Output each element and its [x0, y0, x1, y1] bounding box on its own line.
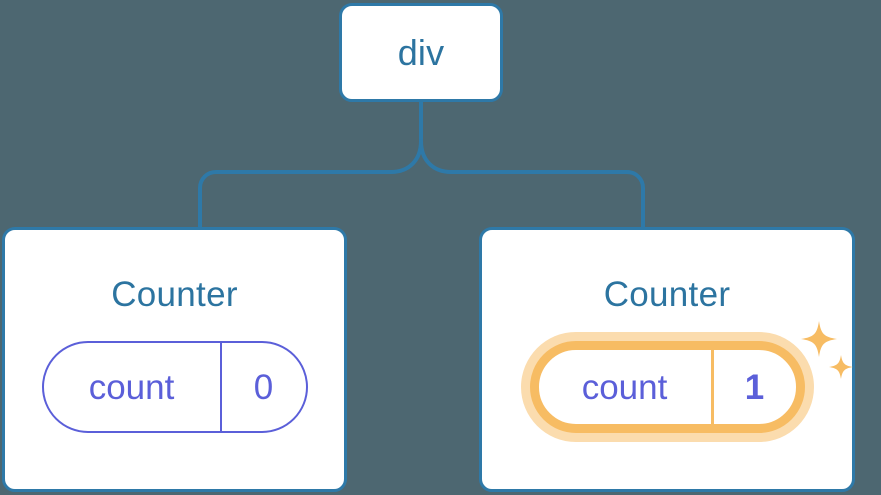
state-key-label: count — [88, 367, 175, 407]
state-value-label: 1 — [710, 350, 796, 424]
state-pill-highlighted[interactable]: count 1 — [529, 341, 805, 433]
component-title: Counter — [111, 275, 238, 314]
tree-node-counter-right[interactable]: Counter count 1 — [479, 227, 855, 492]
sparkle-icon — [800, 321, 837, 357]
root-node-label: div — [397, 31, 445, 73]
sparkle-group — [800, 321, 853, 379]
state-pill-wrapper: count 0 — [41, 341, 308, 433]
sparkle-small-icon — [828, 355, 853, 379]
state-value-label: 0 — [219, 343, 306, 431]
component-title: Counter — [603, 275, 731, 314]
connector-branch-right — [419, 139, 645, 229]
tree-node-counter-left[interactable]: Counter count 0 — [2, 227, 347, 492]
state-pill-wrapper-highlighted: count 1 — [529, 321, 853, 433]
connector-branch-left — [198, 139, 423, 229]
state-key-label: count — [581, 367, 668, 407]
state-pill[interactable]: count 0 — [41, 341, 308, 433]
tree-node-root[interactable]: div — [339, 3, 503, 102]
